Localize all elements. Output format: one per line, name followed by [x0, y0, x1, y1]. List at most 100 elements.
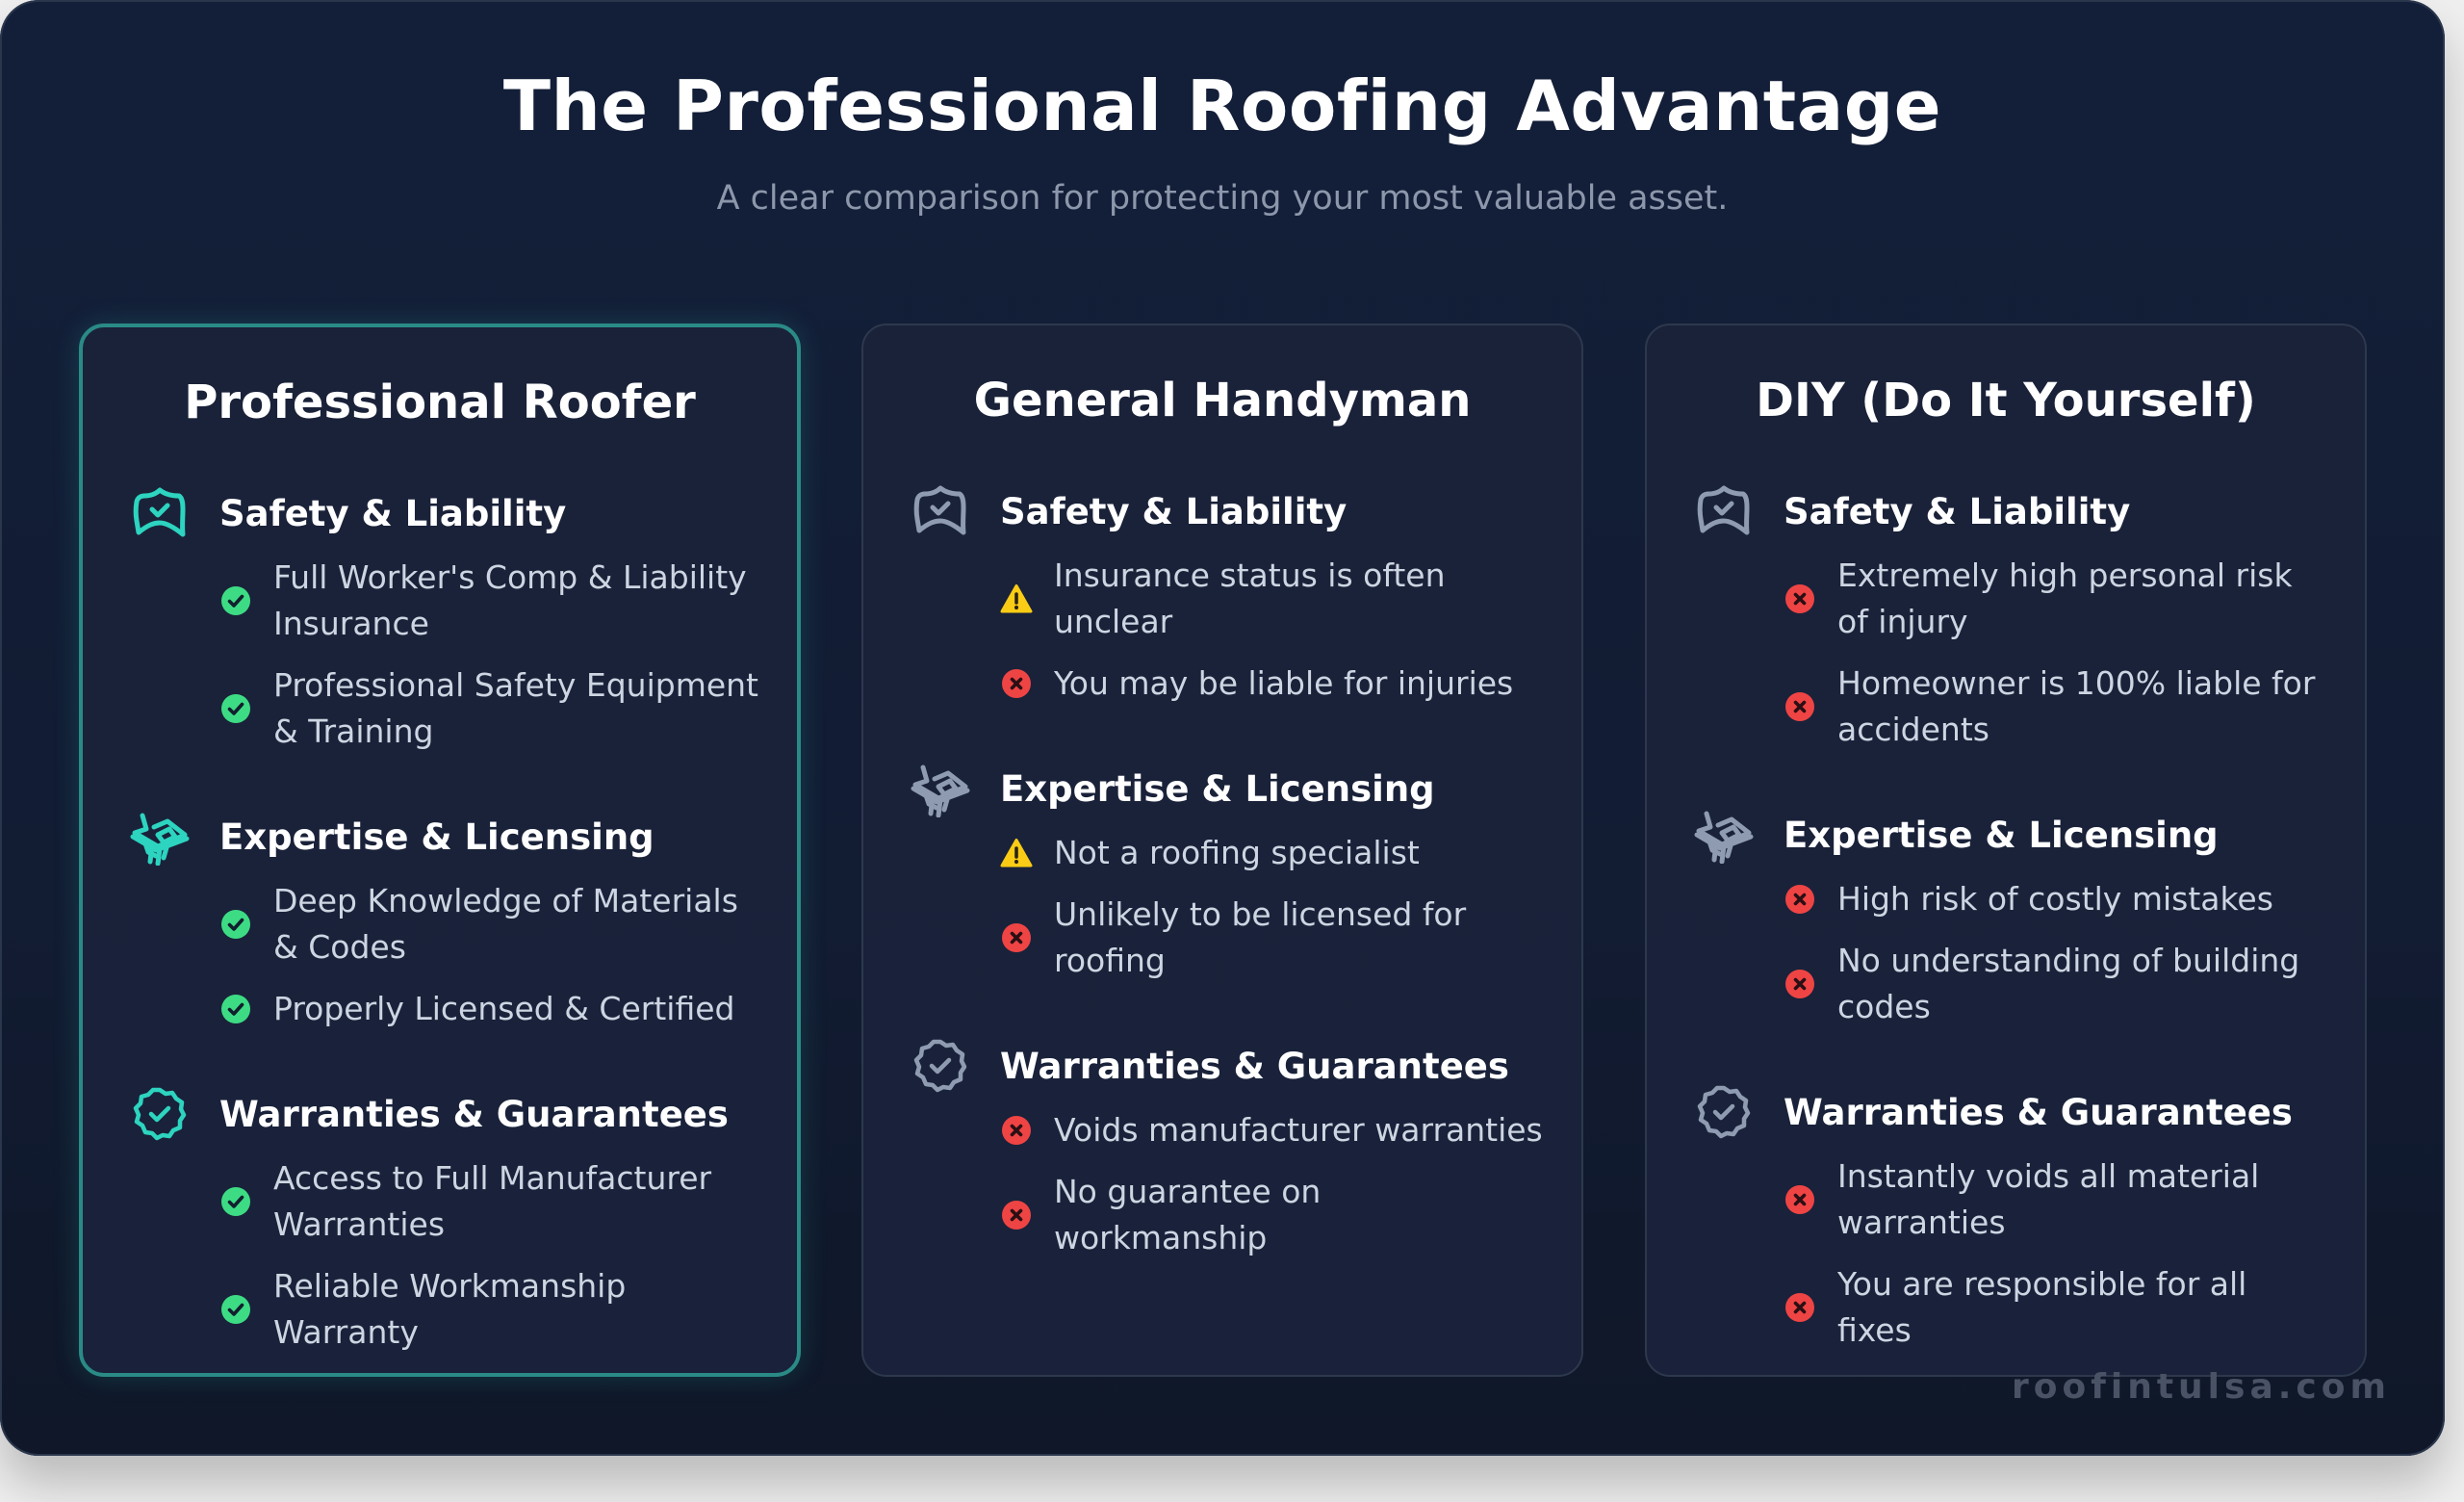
section: Safety & Liability Insurance status is o…	[908, 478, 1543, 707]
x-circle-icon	[1784, 1183, 1816, 1216]
check-circle-icon	[219, 908, 252, 941]
x-circle-icon	[1784, 1291, 1816, 1324]
section: Warranties & Guarantees Voids manufactur…	[908, 1032, 1543, 1261]
list-item: Homeowner is 100% liable for accidents	[1784, 660, 2326, 753]
section-title: Expertise & Licensing	[219, 816, 654, 858]
shield-check-icon	[908, 479, 973, 544]
item-list: Insurance status is often unclear You ma…	[1000, 553, 1543, 707]
check-circle-icon	[219, 1185, 252, 1218]
list-item: Extremely high personal risk of injury	[1784, 553, 2326, 645]
x-circle-icon	[1784, 968, 1816, 1000]
check-circle-icon	[219, 692, 252, 725]
item-text: No understanding of building codes	[1837, 942, 2300, 1025]
list-item: You may be liable for injuries	[1000, 660, 1543, 707]
section-title: Warranties & Guarantees	[219, 1093, 729, 1135]
section-title: Safety & Liability	[219, 492, 567, 534]
comparison-panel: The Professional Roofing Advantage A cle…	[0, 0, 2445, 1456]
section-header: Warranties & Guarantees	[1691, 1078, 2326, 1146]
x-circle-icon	[1000, 667, 1033, 700]
item-text: You are responsible for all fixes	[1837, 1265, 2247, 1349]
column-title: Professional Roofer	[184, 376, 696, 429]
column-title: General Handyman	[973, 374, 1472, 427]
column-title: DIY (Do It Yourself)	[1756, 374, 2256, 427]
item-text: Properly Licensed & Certified	[273, 990, 735, 1027]
section-header: Expertise & Licensing	[127, 803, 758, 870]
shield-check-icon	[127, 480, 192, 546]
list-item: Professional Safety Equipment & Training	[219, 662, 758, 755]
list-item: Full Worker's Comp & Liability Insurance	[219, 555, 758, 647]
list-item: Deep Knowledge of Materials & Codes	[219, 878, 758, 971]
page-subtitle: A clear comparison for protecting your m…	[716, 179, 1729, 218]
section-header: Safety & Liability	[908, 478, 1543, 545]
warning-triangle-icon	[1000, 583, 1033, 615]
section-title: Warranties & Guarantees	[1784, 1091, 2293, 1133]
column-card-professional-roofer: Professional Roofer Safety & Liability F…	[79, 324, 801, 1377]
section: Safety & Liability Extremely high person…	[1691, 478, 2326, 753]
list-item: You are responsible for all fixes	[1784, 1261, 2326, 1354]
item-list: Instantly voids all material warranties …	[1784, 1153, 2326, 1354]
section-title: Warranties & Guarantees	[1000, 1045, 1509, 1087]
section-list: Safety & Liability Extremely high person…	[1691, 478, 2326, 1402]
section-title: Expertise & Licensing	[1784, 814, 2219, 856]
item-text: Full Worker's Comp & Liability Insurance	[273, 558, 747, 642]
item-text: Extremely high personal risk of injury	[1837, 557, 2293, 640]
section-list: Safety & Liability Full Worker's Comp & …	[127, 479, 758, 1404]
check-circle-icon	[219, 993, 252, 1025]
item-text: Voids manufacturer warranties	[1054, 1111, 1543, 1149]
section-title: Expertise & Licensing	[1000, 767, 1435, 810]
certificate-icon	[1691, 802, 1757, 868]
list-item: Properly Licensed & Certified	[219, 986, 758, 1032]
section: Warranties & Guarantees Access to Full M…	[127, 1080, 758, 1356]
list-item: High risk of costly mistakes	[1784, 876, 2326, 922]
list-item: Voids manufacturer warranties	[1000, 1107, 1543, 1153]
list-item: Instantly voids all material warranties	[1784, 1153, 2326, 1246]
x-circle-icon	[1000, 1114, 1033, 1147]
shield-check-icon	[1691, 479, 1757, 544]
item-text: Professional Safety Equipment & Training	[273, 666, 758, 750]
item-list: Full Worker's Comp & Liability Insurance…	[219, 555, 758, 755]
x-circle-icon	[1784, 883, 1816, 916]
x-circle-icon	[1784, 583, 1816, 615]
item-list: Deep Knowledge of Materials & Codes Prop…	[219, 878, 758, 1032]
section-list: Safety & Liability Insurance status is o…	[908, 478, 1543, 1309]
item-text: No guarantee on workmanship	[1054, 1173, 1322, 1256]
item-text: Deep Knowledge of Materials & Codes	[273, 882, 738, 966]
list-item: Access to Full Manufacturer Warranties	[219, 1155, 758, 1248]
badge-check-icon	[127, 1081, 192, 1147]
list-item: Insurance status is often unclear	[1000, 553, 1543, 645]
page-title: The Professional Roofing Advantage	[502, 65, 1942, 146]
section-title: Safety & Liability	[1000, 490, 1348, 532]
item-list: Not a roofing specialist Unlikely to be …	[1000, 830, 1543, 984]
item-text: Access to Full Manufacturer Warranties	[273, 1159, 712, 1243]
item-text: Unlikely to be licensed for roofing	[1054, 895, 1467, 979]
watermark: roofintulsa.com	[2011, 1367, 2391, 1407]
badge-check-icon	[908, 1033, 973, 1099]
section-header: Warranties & Guarantees	[908, 1032, 1543, 1100]
certificate-icon	[127, 804, 192, 869]
item-list: Voids manufacturer warranties No guarant…	[1000, 1107, 1543, 1261]
item-text: You may be liable for injuries	[1054, 664, 1514, 702]
list-item: Reliable Workmanship Warranty	[219, 1263, 758, 1356]
section: Expertise & Licensing Not a roofing spec…	[908, 755, 1543, 984]
column-card-diy: DIY (Do It Yourself) Safety & Liability …	[1645, 324, 2367, 1377]
x-circle-icon	[1000, 1199, 1033, 1231]
item-text: Homeowner is 100% liable for accidents	[1837, 664, 2316, 748]
item-text: Not a roofing specialist	[1054, 834, 1420, 871]
list-item: No understanding of building codes	[1784, 938, 2326, 1030]
section-header: Safety & Liability	[1691, 478, 2326, 545]
section-title: Safety & Liability	[1784, 490, 2131, 532]
section: Safety & Liability Full Worker's Comp & …	[127, 479, 758, 755]
section: Expertise & Licensing High risk of costl…	[1691, 801, 2326, 1030]
item-list: Extremely high personal risk of injury H…	[1784, 553, 2326, 753]
item-text: Reliable Workmanship Warranty	[273, 1267, 627, 1351]
item-text: Instantly voids all material warranties	[1837, 1157, 2260, 1241]
section-header: Safety & Liability	[127, 479, 758, 547]
section: Warranties & Guarantees Instantly voids …	[1691, 1078, 2326, 1354]
section-header: Expertise & Licensing	[908, 755, 1543, 822]
check-circle-icon	[219, 1293, 252, 1326]
section: Expertise & Licensing Deep Knowledge of …	[127, 803, 758, 1032]
x-circle-icon	[1784, 690, 1816, 723]
x-circle-icon	[1000, 921, 1033, 954]
certificate-icon	[908, 756, 973, 821]
warning-triangle-icon	[1000, 837, 1033, 869]
